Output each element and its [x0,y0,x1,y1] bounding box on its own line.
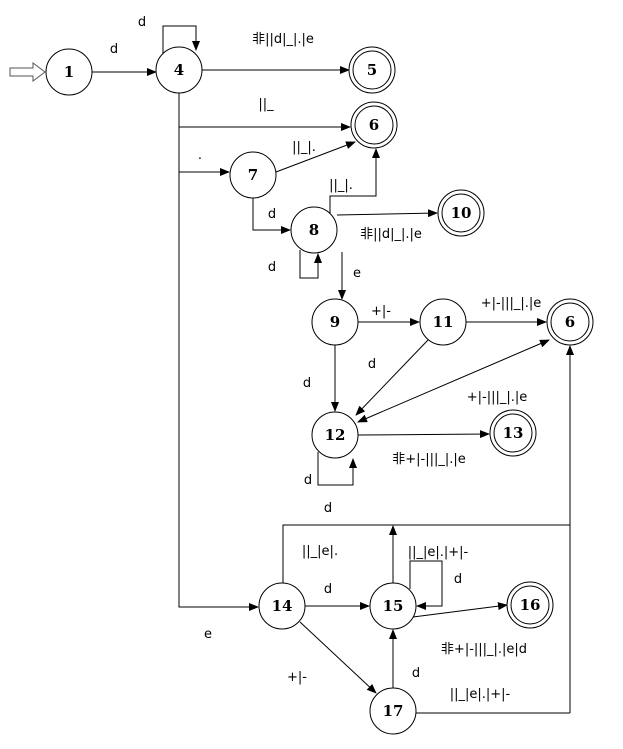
accepting-ring [510,585,550,625]
state-8[interactable]: 8 [290,206,338,254]
transition-label-e14_6: ||_|e|. [302,544,338,559]
transition-e15_16 [412,602,508,618]
state-label: 13 [503,424,524,442]
state-circle [258,582,306,630]
transition-e12_12 [317,452,357,486]
state-circle [369,687,417,735]
state-12[interactable]: 12 [311,411,359,459]
state-14[interactable]: 14 [258,582,306,630]
transition-label-e8_8: d [268,260,276,275]
state-13[interactable]: 13 [489,409,537,457]
transition-label-e7_8: d [268,207,276,222]
state-label: 15 [383,597,404,615]
state-1[interactable]: 1 [45,48,93,96]
transition-label-e9_12: d [303,376,311,391]
state-circle [546,298,594,346]
state-circle [437,189,485,237]
state-circle [506,581,554,629]
transition-label-e9_11: +|- [371,304,391,319]
state-label: 5 [367,61,377,79]
state-7[interactable]: 7 [229,151,277,199]
transition-e4_4 [162,25,200,55]
transition-label-e4_5: 非||d|_|.|e [252,32,314,47]
accepting-ring [354,105,394,145]
transition-label-e11_6: +|-|||_|.|e [481,296,542,311]
transition-label-e14_15: d [324,582,332,597]
transition-label-e12_6: +|-|||_|.|e [467,390,528,405]
transition-label-e4_6: ||_ [258,97,274,112]
transition-label-e4_7: . [198,148,202,163]
transition-label-e12_12: d [304,473,312,488]
state-label: 8 [309,221,319,239]
state-label: 11 [433,313,454,331]
state-circle [369,582,417,630]
transition-label-e17_15: d [412,666,420,681]
transition-label-e1_4: d [110,42,118,57]
transition-label-e4_14: e [204,627,212,642]
state-circle [489,409,537,457]
transition-e8_8 [299,250,322,279]
state-5[interactable]: 5 [348,46,396,94]
state-label: 12 [325,426,346,444]
transition-e8_6 [329,148,380,213]
state-label: 9 [330,313,340,331]
state-9[interactable]: 9 [311,298,359,346]
state-label: 7 [248,166,258,184]
transition-label-e8_9: e [353,266,361,281]
state-10[interactable]: 10 [437,189,485,237]
state-label: 10 [451,204,472,222]
state-label: 16 [520,596,541,614]
transition-e14_top [282,524,570,583]
state-circle [229,151,277,199]
transition-label-e15_6: ||_|e|.|+|- [408,545,469,560]
state-circle [311,411,359,459]
state-circle [45,48,93,96]
start-arrow-icon [9,62,46,82]
state-label: 17 [383,702,404,720]
state-circle [419,298,467,346]
transition-label-e17_6: ||_|e|.|+|- [450,687,511,702]
transition-e11_12 [355,339,429,416]
transition-e7_8 [252,198,291,234]
state-label: 4 [174,61,184,79]
transition-label-e15_16: 非+|-|||_|.|e|d [441,642,527,657]
state-6b[interactable]: 6 [546,298,594,346]
transition-e8_10 [336,209,438,218]
transition-label-e11_12: d [368,357,376,372]
state-15[interactable]: 15 [369,582,417,630]
transition-label-e7_6: ||_|. [292,140,316,155]
state-16[interactable]: 16 [506,581,554,629]
transition-label-e8_10: 非||d|_|.|e [360,227,422,242]
transition-label-e12_13: 非+|-|||_|.|e [392,452,466,467]
state-label: 6 [565,313,575,331]
accepting-ring [550,302,590,342]
state-circle [311,298,359,346]
transition-e4_trunk [178,93,259,611]
transition-label-e14_17: +|- [287,670,307,685]
state-label: 14 [272,597,293,615]
accepting-ring [441,193,481,233]
state-6a[interactable]: 6 [350,101,398,149]
accepting-ring [493,413,533,453]
state-circle [290,206,338,254]
state-circle [155,46,203,94]
transition-e12_13 [357,430,490,439]
state-4[interactable]: 4 [155,46,203,94]
state-17[interactable]: 17 [369,687,417,735]
state-label: 6 [369,116,379,134]
state-label: 1 [64,63,74,81]
transition-e12_6 [357,339,550,423]
state-circle [350,101,398,149]
transition-e7_6 [275,141,356,173]
transition-e14_17 [299,621,377,694]
transition-label-e8_6: ||_|. [329,178,353,193]
transition-label-e14_6_mid: d [324,501,332,516]
transition-label-e15_15: d [454,572,462,587]
state-11[interactable]: 11 [419,298,467,346]
transition-e15_15 [409,560,443,610]
transition-label-e4_4: d [138,15,146,30]
state-circle [348,46,396,94]
accepting-ring [352,50,392,90]
